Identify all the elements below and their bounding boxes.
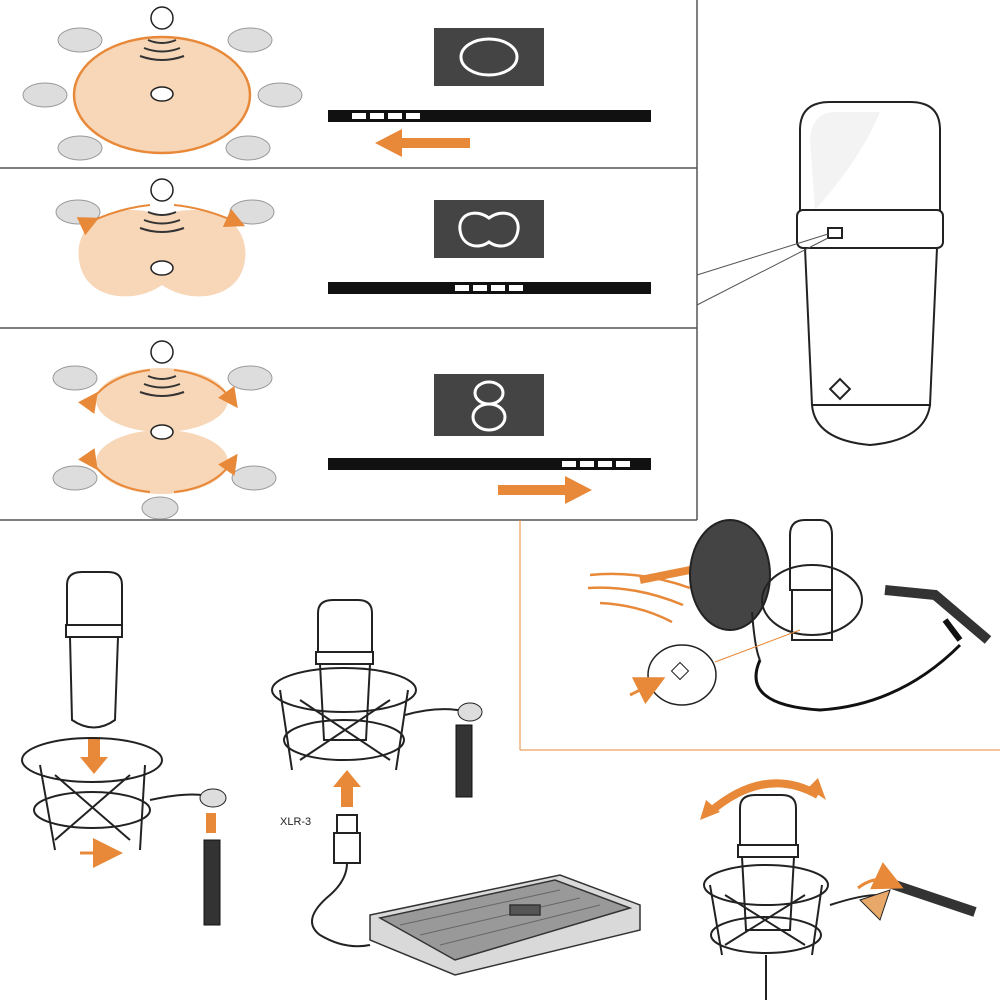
angle-adjust-scene — [700, 778, 977, 1000]
xlr-connector-icon — [333, 814, 361, 864]
arrow-up-icon — [333, 770, 361, 807]
cloud-icon — [22, 27, 303, 161]
microphone-icon — [737, 794, 799, 931]
arrow-down-icon — [80, 737, 108, 774]
pattern-row-figure-8 — [52, 340, 651, 520]
microphone-icon — [315, 599, 374, 741]
mixer-console-icon — [369, 874, 641, 976]
cardioid-symbol-icon — [459, 37, 519, 77]
head-icon — [150, 178, 174, 202]
sound-wave-icon — [139, 39, 185, 61]
pop-filter-scene — [587, 519, 992, 712]
pattern-display-panel — [434, 28, 544, 86]
wide-symbol-icon — [458, 211, 520, 248]
arrow-left-icon — [375, 129, 470, 157]
shock-mount-icon — [271, 667, 469, 771]
callout-lines — [696, 233, 829, 306]
pop-filter-frame — [519, 520, 1000, 751]
rotate-arrow-icon — [707, 779, 820, 816]
pattern-row-wide — [55, 178, 651, 297]
head-icon — [150, 6, 174, 30]
mounting-scene — [21, 571, 227, 926]
wide-pattern-shape — [78, 210, 246, 297]
shock-mount-icon — [703, 864, 886, 956]
shock-mount-icon — [21, 737, 216, 851]
pattern-row-cardioid — [22, 6, 651, 161]
arrow-right-icon — [498, 476, 592, 504]
figure-8-symbol-icon — [471, 380, 507, 432]
section-frames — [0, 0, 698, 521]
head-icon — [150, 340, 174, 364]
stand-pole-icon — [203, 839, 221, 926]
xlr-label: XLR-3 — [280, 816, 312, 828]
capsule-icon — [150, 86, 174, 102]
pop-filter-icon — [689, 519, 771, 631]
microphone-icon — [796, 101, 944, 447]
breath-lines-icon — [587, 572, 691, 624]
microphone-icon — [65, 571, 123, 729]
cable-connect-scene — [271, 599, 641, 976]
pattern-switch-indicator — [352, 113, 420, 119]
